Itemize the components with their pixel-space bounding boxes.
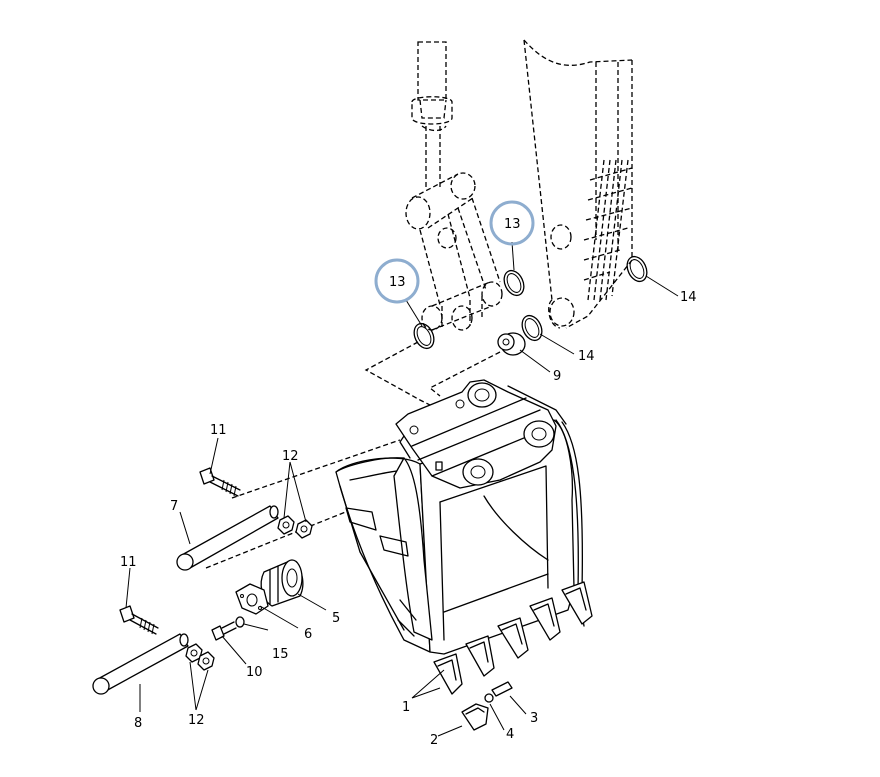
callout-13-left: 13	[389, 275, 406, 290]
leader-lines	[125, 241, 679, 737]
washer-15	[235, 616, 245, 628]
o-ring-14-link	[521, 314, 543, 342]
bushing-9	[497, 332, 526, 356]
callout-5: 5	[332, 611, 340, 626]
callout-15: 15	[272, 647, 289, 662]
callout-12-upper: 12	[282, 449, 299, 464]
nut-12-upper-2	[295, 519, 313, 539]
callout-12-lower: 12	[188, 713, 205, 728]
callout-11-upper: 11	[210, 423, 227, 438]
callout-11-lower: 11	[120, 555, 137, 570]
callout-7: 7	[170, 499, 178, 514]
retainer-4	[484, 693, 494, 703]
arm-rib-dots	[583, 159, 633, 301]
bolt-11-upper	[199, 467, 241, 497]
tooth-3	[497, 617, 529, 659]
callout-10: 10	[246, 665, 263, 680]
bucket	[335, 379, 585, 655]
cylinder-rod-phantom	[411, 41, 453, 190]
callout-2: 2	[430, 733, 438, 748]
callout-3: 3	[530, 711, 538, 726]
link-phantom	[405, 172, 503, 331]
tooth-4	[529, 597, 561, 641]
highlight-circle-13-right	[489, 200, 535, 246]
highlight-circle-13-left	[374, 258, 420, 304]
bushing-5	[260, 559, 304, 607]
tooth-2-loose	[461, 703, 489, 731]
bolt-11-lower	[119, 605, 159, 635]
bucket-teeth	[433, 581, 593, 695]
nut-12-lower-2	[197, 651, 215, 671]
o-ring-14-arm	[626, 255, 648, 283]
callout-4: 4	[506, 727, 514, 742]
callout-14-link: 14	[578, 349, 595, 364]
tooth-5	[561, 581, 593, 625]
callout-6: 6	[304, 627, 312, 642]
tooth-1	[433, 653, 463, 695]
tooth-2	[465, 635, 495, 677]
callout-1: 1	[402, 700, 410, 715]
nut-12-upper-1	[277, 515, 295, 535]
callout-8: 8	[134, 716, 142, 731]
callout-labels: 1 2 3 4 5 6 7 8 9 10 11 11 12 12 13 13 1…	[120, 217, 697, 748]
callout-14-arm: 14	[680, 290, 697, 305]
bolt-10	[211, 621, 237, 641]
o-ring-13-right	[503, 269, 525, 297]
o-ring-13-left	[413, 322, 435, 350]
callout-13-right: 13	[504, 217, 521, 232]
callout-9: 9	[553, 369, 561, 384]
pin-7	[176, 505, 279, 571]
arm-phantom	[523, 39, 633, 329]
pin-8	[92, 633, 189, 695]
tooth-pin-3	[491, 681, 513, 697]
